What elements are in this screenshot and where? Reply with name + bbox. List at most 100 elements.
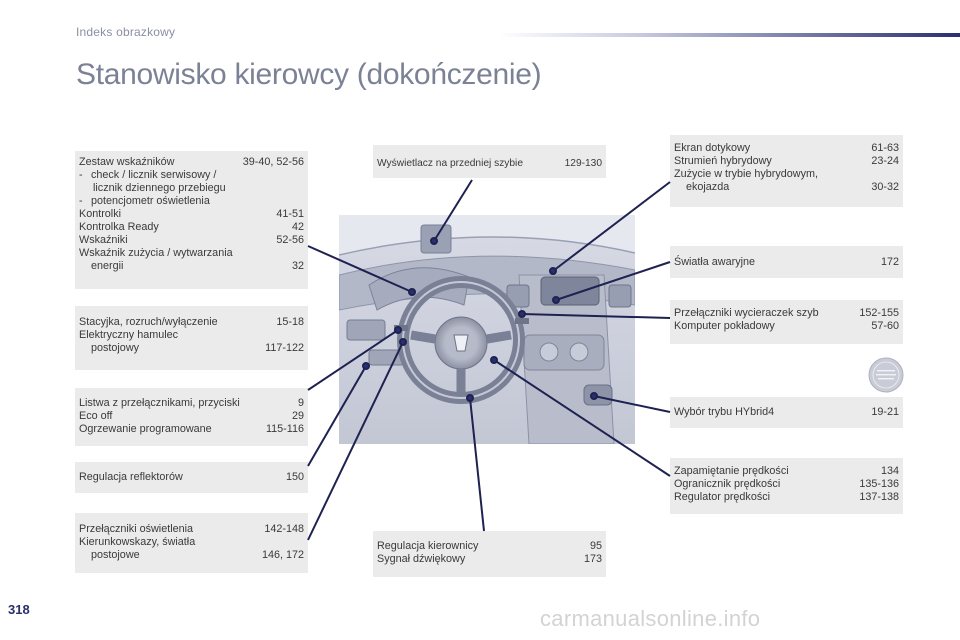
label: check / licznik serwisowy / [91,169,217,181]
label: Zestaw wskaźników [79,156,175,168]
pages: 9 [297,397,304,409]
leader-dot [408,288,416,296]
label: Zużycie w trybie hybrydowym, [674,168,818,180]
label: Eco off [79,410,113,422]
box-headlamp: Regulacja reflektorów 150 [75,462,308,493]
label: Przełączniki wycieraczek szyb [674,307,819,319]
pages: 172 [880,256,899,268]
box-hybrid: Wybór trybu HYbrid4 19-21 [670,397,903,428]
pages: 142-148 [264,523,304,535]
pages: 42 [291,221,304,233]
box-steering: Regulacja kierownicy 95 Sygnał dźwiękowy 1… [373,531,606,577]
pages: 29 [291,410,304,422]
label: Regulacja kierownicy [377,540,479,552]
label: Zapamiętanie prędkości [674,465,789,477]
label: ekojazda [686,181,730,193]
header-bar [498,33,960,37]
label: Sygnał dźwiękowy [377,553,466,565]
box-hud: Wyświetlacz na przedniej szybie 129-130 [373,145,606,178]
leader-touchscreen [552,181,671,272]
pages: 15-18 [276,316,304,328]
label: Ogranicznik prędkości [674,478,781,490]
leader-dot [430,237,438,245]
label: Stacyjka, rozruch/wyłączenie [79,316,218,328]
leader-hybrid [593,395,671,413]
label: Wskaźnik zużycia / wytwarzania [79,247,233,259]
box-speed: Zapamiętanie prędkości 134 Ogranicznik pr… [670,458,903,514]
leader-speed [493,359,671,477]
label: Komputer pokładowy [674,320,775,332]
pages: 146, 172 [261,549,304,561]
seal-icon [868,357,904,393]
leader-hud [433,179,473,242]
pages: 23-24 [871,155,899,167]
pages: 117-122 [265,342,304,354]
label: Regulator prędkości [674,491,771,503]
box-touchscreen: Ekran dotykowy 61-63 Strumień hybrydowy 23… [670,135,903,207]
pages: 129-130 [564,158,602,169]
leader-instruments [307,245,413,293]
box-wipers: Przełączniki wycieraczek szyb 152-155 Kom… [670,300,903,344]
section-label: Indeks obrazkowy [76,25,176,39]
pages: 135-136 [859,478,899,490]
label: Wyświetlacz na przedniej szybie [377,158,523,169]
page-title: Stanowisko kierowcy (dokończenie) [76,58,542,91]
pages: 39-40, 52-56 [242,156,304,168]
leader-switches [307,329,399,391]
label: postojowe [91,549,140,561]
leader-steering [469,397,485,532]
label: Wybór trybu HYbrid4 [674,406,775,418]
label: Kierunkowskazy, światła [79,536,196,548]
box-lighting: Przełączniki oświetlenia 142-148 Kierunko… [75,513,308,573]
label: Strumień hybrydowy [674,155,772,167]
label: licznik dziennego przebiegu [93,182,226,194]
leader-dot [466,394,474,402]
label: Listwa z przełącznikami, przyciski [79,397,240,409]
watermark: carmanualsonline.info [540,606,761,631]
leader-dot [394,326,402,334]
pages: 137-138 [859,491,899,503]
pages: 134 [880,465,899,477]
leader-dot [549,267,557,275]
box-hazard: Światła awaryjne 172 [670,246,903,278]
leader-headlamp [307,365,367,467]
label: Kontrolki [79,208,122,220]
pages: 61-63 [871,142,899,154]
label: Regulacja reflektorów [79,471,183,483]
pages: 57-60 [871,320,899,332]
label: Światła awaryjne [674,256,756,268]
label: Przełączniki oświetlenia [79,523,194,535]
label: Wskaźniki [79,234,128,246]
pages: 173 [583,553,602,565]
leader-dot [362,362,370,370]
leader-dot [590,392,598,400]
pages: 152-155 [859,307,899,319]
leader-lighting [307,341,404,541]
label: Ogrzewanie programowane [79,423,212,435]
box-switches: Listwa z przełącznikami, przyciski 9 Eco … [75,388,308,446]
label: potencjometr oświetlenia [91,195,210,207]
label: energii [91,260,124,272]
label: Kontrolka Ready [79,221,159,233]
box-ignition: Stacyjka, rozruch/wyłączenie 15-18 Elektr… [75,306,308,370]
pages: 41-51 [276,208,304,220]
pages: 52-56 [276,234,304,246]
pages: 32 [291,260,304,272]
leader-hazard [555,261,671,301]
pages: 30-32 [871,181,899,193]
pages: 115-116 [265,423,304,435]
pages: 95 [589,540,602,552]
page-number: 318 [8,602,30,617]
pages: 150 [285,471,304,483]
label: Ekran dotykowy [674,142,751,154]
leader-ignition [310,335,392,340]
leader-wipers [521,313,671,319]
label: postojowy [91,342,140,354]
label: Elektryczny hamulec [79,329,179,341]
pages: 19-21 [871,406,899,418]
leader-dot [399,338,407,346]
leader-dot [552,296,560,304]
leader-dot [518,310,526,318]
